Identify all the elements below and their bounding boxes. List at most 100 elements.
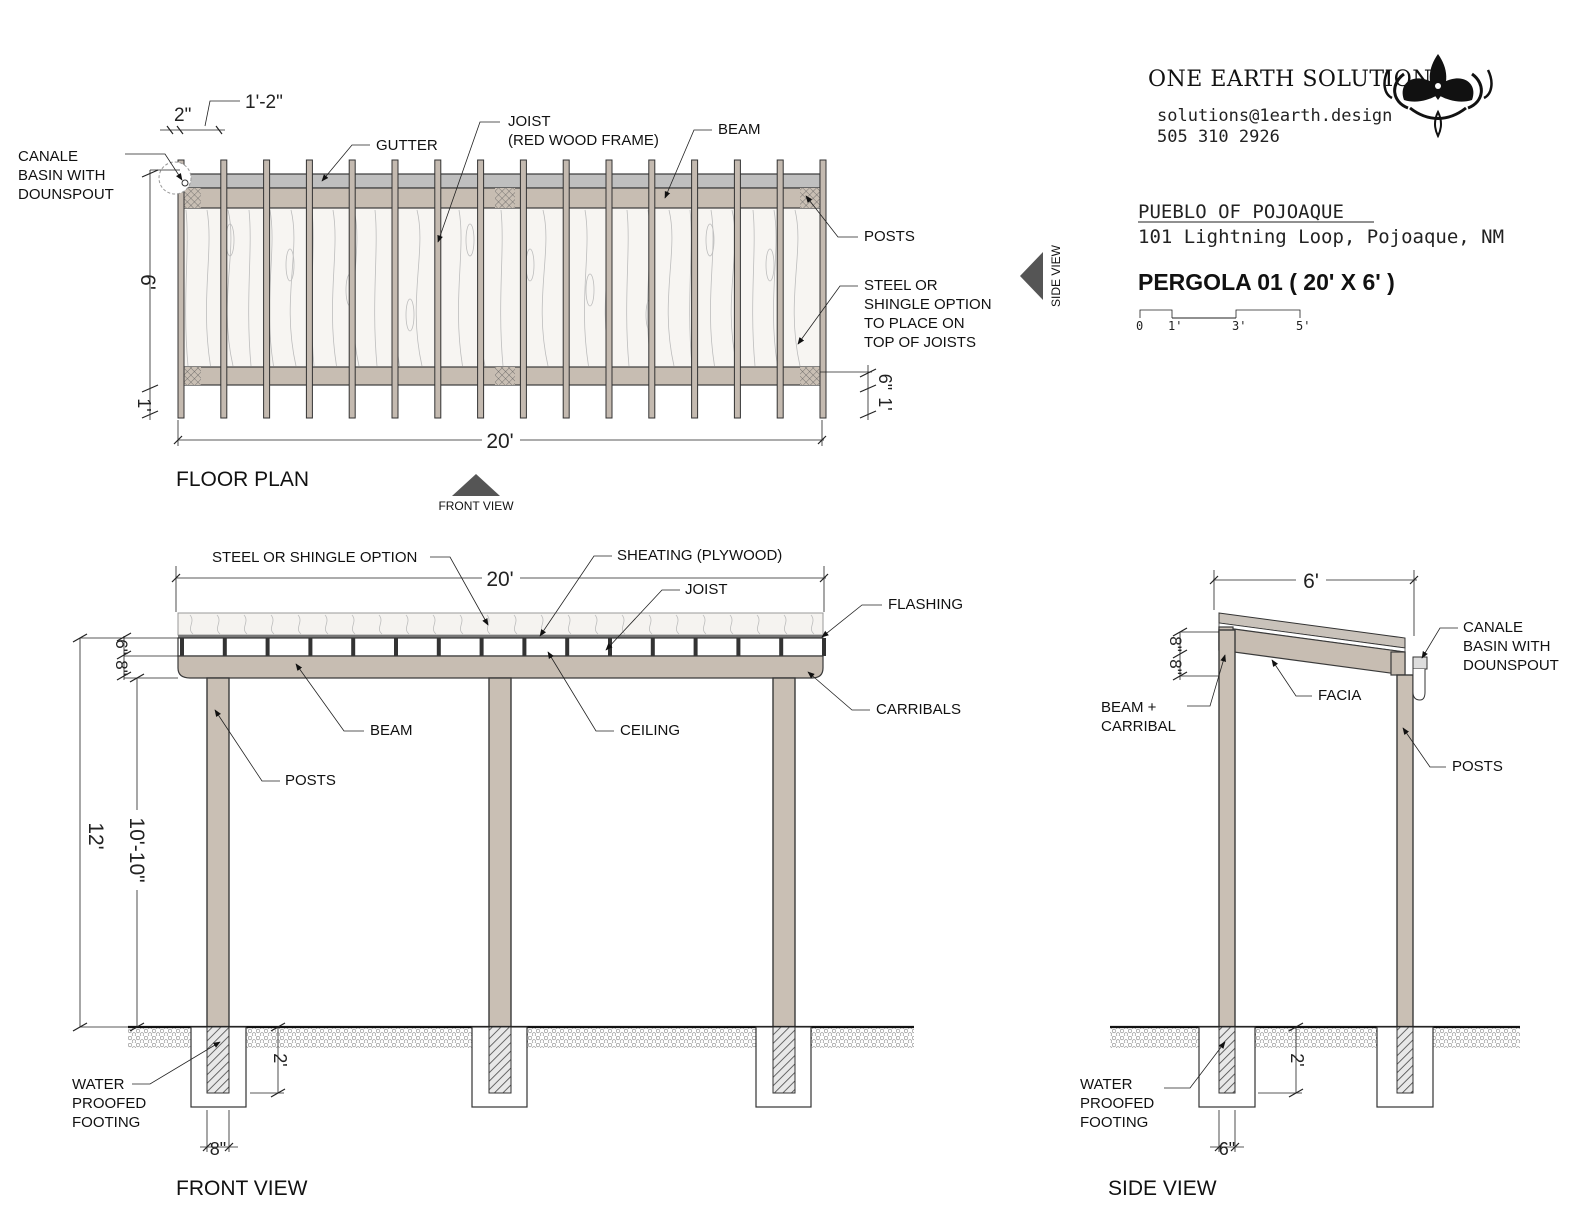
label-canale-1: CANALE [18,148,78,165]
roof-grain-line [297,614,302,635]
dim-20ft-front: 20' [486,568,513,591]
label-steel-1: STEEL OR [864,277,938,294]
dim-8in-front: 8" [112,660,131,676]
front-joist [180,638,184,656]
roof-grain-line [648,614,653,635]
roof-grain-line [351,614,356,635]
label-beam-front: BEAM [370,722,413,739]
wood-knot [465,223,475,257]
label-steel-2: SHINGLE OPTION [864,296,992,313]
roof-grain-line [513,614,518,635]
wood-grain-line [458,209,463,367]
label-steel-option: STEEL OR SHINGLE OPTION [212,549,417,566]
front-joist [222,638,227,656]
wood-knot [285,248,295,282]
label-posts-front: POSTS [285,772,336,789]
side-downspout [1412,669,1426,701]
project-address: 101 Lightning Loop, Pojoaque, NM [1138,226,1504,248]
scale-tick-3: 3' [1232,319,1246,333]
wood-grain-line [500,209,504,367]
roof-grain-line [621,614,626,635]
label-carribals: CARRIBALS [876,701,961,718]
front-joist [650,638,655,656]
label-joist-2: (RED WOOD FRAME) [508,132,659,149]
label-facia: FACIA [1318,687,1361,704]
front-view-marker-icon [452,474,500,496]
plan-joist [562,159,570,419]
plan-gutter [179,173,821,189]
side-view-title: SIDE VIEW [1108,1177,1217,1200]
plan-post [495,367,515,385]
front-view: STEEL OR SHINGLE OPTION SHEATING (PLYWOO… [72,547,963,1200]
label-side-footing-2: PROOFED [1080,1095,1154,1112]
dim-8in-side-b: 8" [1166,659,1185,675]
plan-joist [776,159,784,419]
roof-grain-line [189,614,194,635]
wood-grain-line [289,209,297,367]
wood-grain-line [626,209,630,367]
dim-2ft-side: 2' [1287,1053,1307,1066]
wood-grain-line [415,209,423,367]
front-beam [177,655,824,679]
roof-grain-line [675,614,680,635]
wood-grain-line [773,209,778,367]
label-side-posts: POSTS [1452,758,1503,775]
front-view-marker-label: FRONT VIEW [438,499,514,513]
plan-post [181,188,201,208]
dim-1ft-2in: 1'-2" [245,92,283,113]
plan-downspout [181,179,189,187]
scale-tick-0: 0 [1136,319,1143,333]
label-side-canale-1: CANALE [1463,619,1523,636]
plan-canale-basin [158,161,192,195]
wood-knot [705,223,715,257]
plan-joist [177,159,185,419]
plan-post [800,188,820,208]
wood-grain-line [269,209,274,367]
front-joist [351,638,356,656]
plan-joist [691,159,699,419]
dim-1ft-left: 1' [134,398,154,411]
label-side-beam-2: CARRIBAL [1101,718,1176,735]
dim-20ft-plan: 20' [486,430,513,453]
wood-grain-line [793,209,801,367]
front-view-title: FRONT VIEW [176,1177,308,1200]
floor-plan: CANALE BASIN WITH DOUNSPOUT GUTTER JOIST… [18,92,1063,513]
label-side-canale-2: BASIN WITH [1463,638,1551,655]
wood-grain-line [667,209,675,367]
label-flashing: FLASHING [888,596,963,613]
scale-tick-1: 1' [1168,319,1182,333]
dim-10ft-10in: 10'-10" [125,817,148,882]
project-name: PUEBLO OF POJOAQUE [1138,201,1344,223]
roof-grain-line [270,614,275,635]
dim-2in: 2" [174,105,191,126]
plan-joist [648,159,656,419]
roof-grain-line [783,614,788,635]
plan-joist [477,159,485,419]
label-steel-3: TO PLACE ON [864,315,965,332]
roof-grain-line [324,614,329,635]
front-joist [779,638,784,656]
plan-joist [305,159,313,419]
plan-post [800,367,820,385]
dim-6in-front: 6" [112,639,131,655]
side-canale [1412,656,1428,670]
label-side-footing-1: WATER [1080,1076,1133,1093]
dim-8in-bottom: 8" [210,1139,226,1159]
dim-6in-side: 6" [1219,1139,1235,1159]
side-post-left [1218,629,1236,1094]
floor-plan-title: FLOOR PLAN [176,468,309,491]
front-joist [822,638,826,656]
wood-grain-line [689,209,693,367]
wood-grain-line [710,209,715,367]
roof-grain-line [756,614,761,635]
plan-joist [519,159,527,419]
dim-2ft-front: 2' [270,1053,290,1066]
front-joist [436,638,441,656]
wood-knot [765,248,775,282]
scale-tick-5: 5' [1296,319,1310,333]
side-view-marker-label: SIDE VIEW [1049,244,1063,307]
roof-grain-line [702,614,707,635]
front-joist [522,638,527,656]
dim-6ft-side: 6' [1303,570,1319,593]
side-view: CANALE BASIN WITH DOUNSPOUT BEAM + CARRI… [1080,568,1559,1200]
